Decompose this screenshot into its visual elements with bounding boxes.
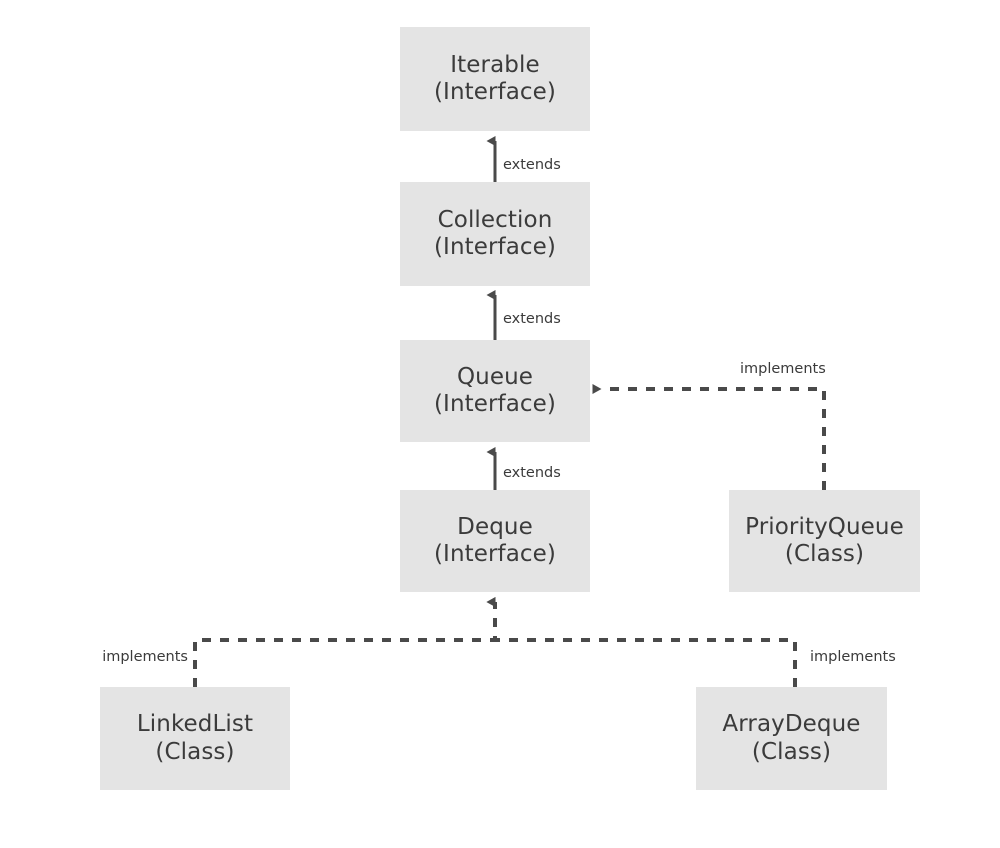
edge-label-deque-extends-queue: extends [503, 465, 561, 481]
node-arraydeque-stereotype: (Class) [751, 738, 832, 765]
node-arraydeque-title: ArrayDeque [722, 711, 861, 738]
node-priorityqueue-stereotype: (Class) [784, 541, 865, 567]
edge-label-linkedlist-implements-deque: implements [102, 649, 188, 665]
node-collection-stereotype: (Interface) [433, 234, 557, 260]
node-priorityqueue-title: PriorityQueue [745, 513, 904, 540]
edge-label-arraydeque-implements-deque: implements [810, 649, 896, 665]
node-arraydeque[interactable]: ArrayDeque (Class) [696, 687, 887, 790]
node-deque-title: Deque [457, 513, 533, 540]
node-collection-title: Collection [437, 206, 553, 233]
node-queue-title: Queue [456, 363, 534, 390]
node-linkedlist[interactable]: LinkedList (Class) [100, 687, 290, 790]
node-iterable-title: Iterable [450, 51, 540, 78]
edge-label-priorityqueue-implements-queue: implements [740, 361, 826, 377]
node-queue[interactable]: Queue (Interface) [400, 340, 590, 442]
node-collection[interactable]: Collection (Interface) [400, 182, 590, 286]
node-iterable-stereotype: (Interface) [433, 79, 557, 105]
edge-priorityqueue-implements-queue [592, 384, 826, 490]
edge-arraydeque-implements-deque [486, 597, 797, 687]
edge-label-collection-extends-iterable: extends [503, 157, 561, 173]
node-deque[interactable]: Deque (Interface) [400, 490, 590, 592]
node-linkedlist-title: LinkedList [136, 711, 254, 738]
node-iterable[interactable]: Iterable (Interface) [400, 27, 590, 131]
edge-linkedlist-implements-deque [193, 597, 497, 687]
edge-label-queue-extends-collection: extends [503, 311, 561, 327]
node-deque-stereotype: (Interface) [433, 541, 557, 567]
node-linkedlist-stereotype: (Class) [155, 738, 235, 765]
node-queue-stereotype: (Interface) [433, 391, 557, 417]
node-priorityqueue[interactable]: PriorityQueue (Class) [729, 490, 920, 592]
